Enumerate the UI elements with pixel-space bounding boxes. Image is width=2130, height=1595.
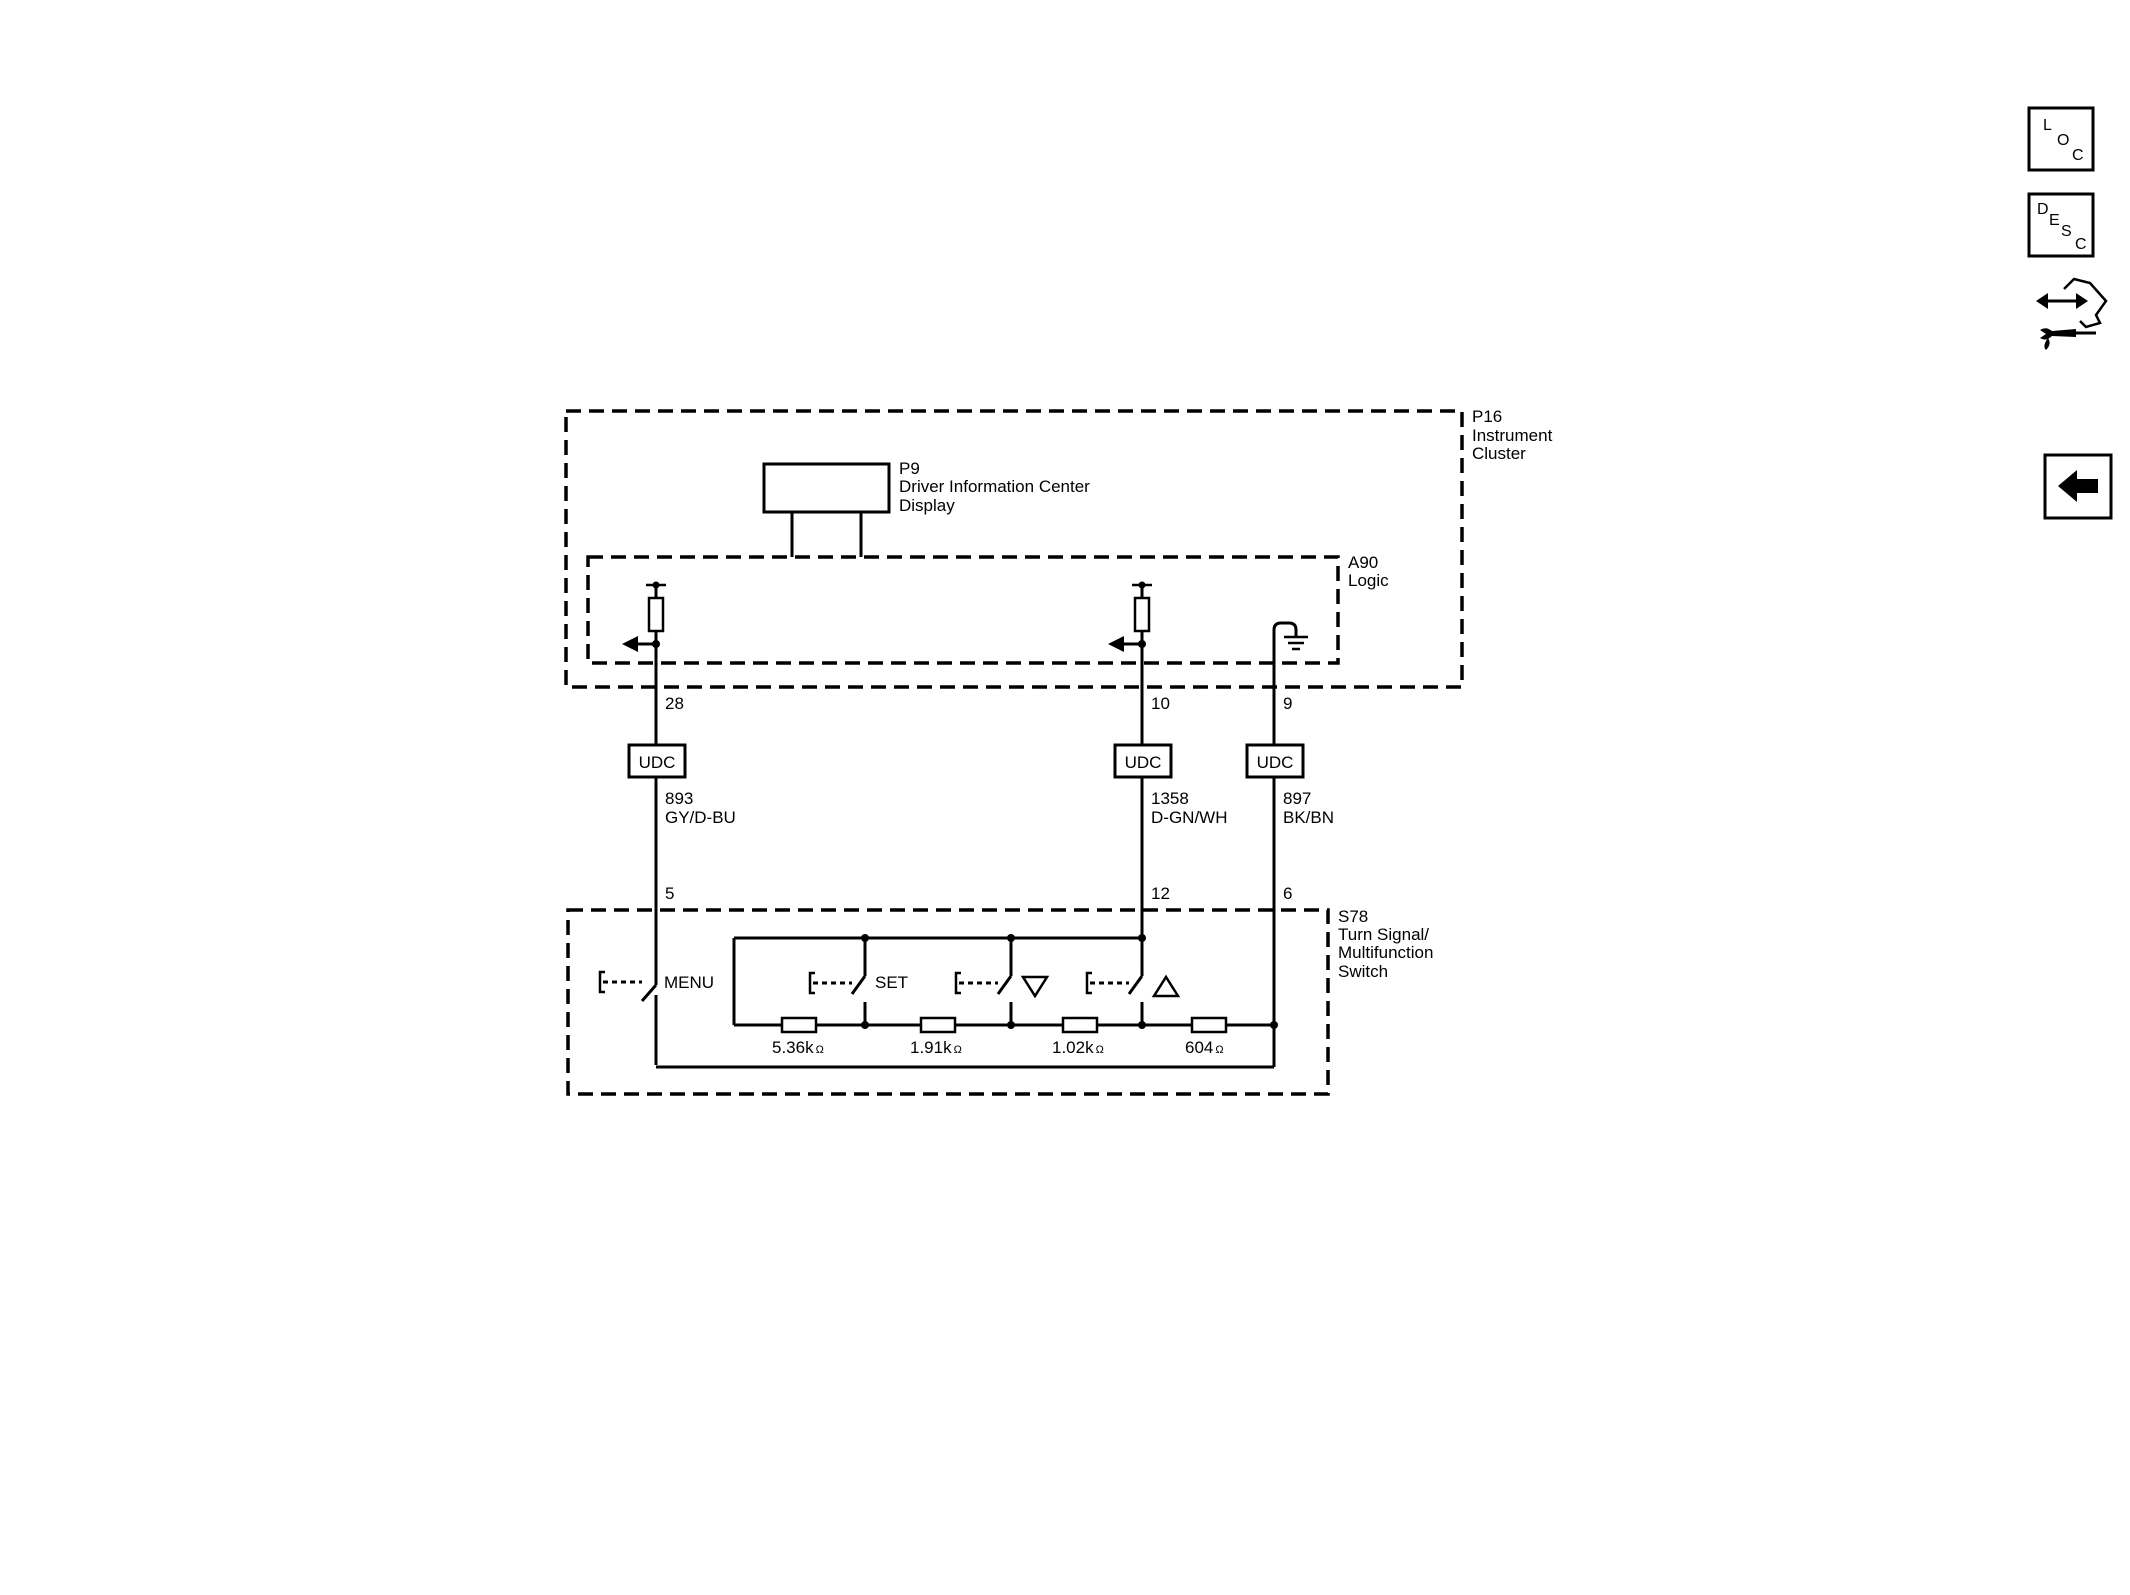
- svg-text:L: L: [2043, 117, 2052, 134]
- svg-text:E: E: [2049, 212, 2060, 229]
- connector-service-icon[interactable]: [2036, 277, 2108, 350]
- wire-color-893: GY/D-BU: [665, 808, 736, 827]
- pin-9: 9: [1283, 694, 1292, 713]
- svg-text:UDC: UDC: [1125, 753, 1162, 772]
- p16-name-line1: Instrument: [1472, 426, 1553, 445]
- a90-name-line1: Logic: [1348, 571, 1389, 590]
- ground-icon: [1284, 635, 1308, 651]
- a90-boundary: [586, 555, 1340, 665]
- svg-text:C: C: [2075, 236, 2087, 253]
- s78-id: S78: [1338, 907, 1368, 926]
- pin-6: 6: [1283, 884, 1292, 903]
- ground-circuit-9: [1272, 621, 1308, 700]
- resistor-604: [1190, 1016, 1228, 1034]
- wire-color-1358: D-GN/WH: [1151, 808, 1227, 827]
- resistor-5-36k: [780, 1016, 818, 1034]
- back-button[interactable]: [2043, 453, 2113, 520]
- svg-text:UDC: UDC: [1257, 753, 1294, 772]
- p9-name-line2: Display: [899, 496, 955, 515]
- svg-text:UDC: UDC: [639, 753, 676, 772]
- s78-name-line1: Turn Signal/: [1338, 925, 1429, 944]
- wire-color-897: BK/BN: [1283, 808, 1334, 827]
- p16-boundary: [564, 409, 1464, 689]
- pullup-circuit-28: [622, 581, 666, 700]
- resistor-1-91k: [919, 1016, 957, 1034]
- s78-boundary: [566, 908, 1330, 1096]
- switch-ladder: SET: [656, 934, 1278, 1069]
- svg-text:C: C: [2072, 147, 2084, 164]
- down-switch: [954, 938, 1050, 1025]
- p9-display-box: [762, 462, 891, 514]
- back-arrow-icon: [2058, 470, 2098, 502]
- svg-text:O: O: [2057, 132, 2069, 149]
- set-label: SET: [875, 973, 908, 992]
- resistor-1-02k: [1061, 1016, 1099, 1034]
- wire-circuit-897: 897: [1283, 789, 1311, 808]
- udc-connector-893: UDC: [627, 743, 687, 779]
- menu-label: MENU: [664, 973, 714, 992]
- triangle-down-icon: [1020, 975, 1050, 999]
- udc-connector-897: UDC: [1245, 743, 1305, 779]
- p9-name-line1: Driver Information Center: [899, 477, 1090, 496]
- a90-id: A90: [1348, 553, 1378, 572]
- set-switch: SET: [808, 938, 908, 1025]
- pin-10: 10: [1151, 694, 1170, 713]
- svg-text:S: S: [2061, 223, 2072, 240]
- svg-text:D: D: [2037, 201, 2049, 218]
- desc-button[interactable]: D E S C: [2027, 192, 2095, 258]
- pullup-circuit-10: [1108, 581, 1152, 700]
- p16-id: P16: [1472, 407, 1502, 426]
- p16-name-line2: Cluster: [1472, 444, 1526, 463]
- pin-5: 5: [665, 884, 674, 903]
- loc-button[interactable]: L O C: [2027, 106, 2095, 172]
- pin-12: 12: [1151, 884, 1170, 903]
- p9-id: P9: [899, 459, 920, 478]
- s78-name-line2: Multifunction: [1338, 943, 1433, 962]
- pin-28: 28: [665, 694, 684, 713]
- menu-switch: MENU: [598, 970, 714, 1065]
- s78-name-line3: Switch: [1338, 962, 1388, 981]
- up-switch: [1085, 938, 1181, 1025]
- wire-circuit-1358: 1358: [1151, 789, 1189, 808]
- wire-circuit-893: 893: [665, 789, 693, 808]
- udc-connector-1358: UDC: [1113, 743, 1173, 779]
- triangle-up-icon: [1151, 974, 1181, 998]
